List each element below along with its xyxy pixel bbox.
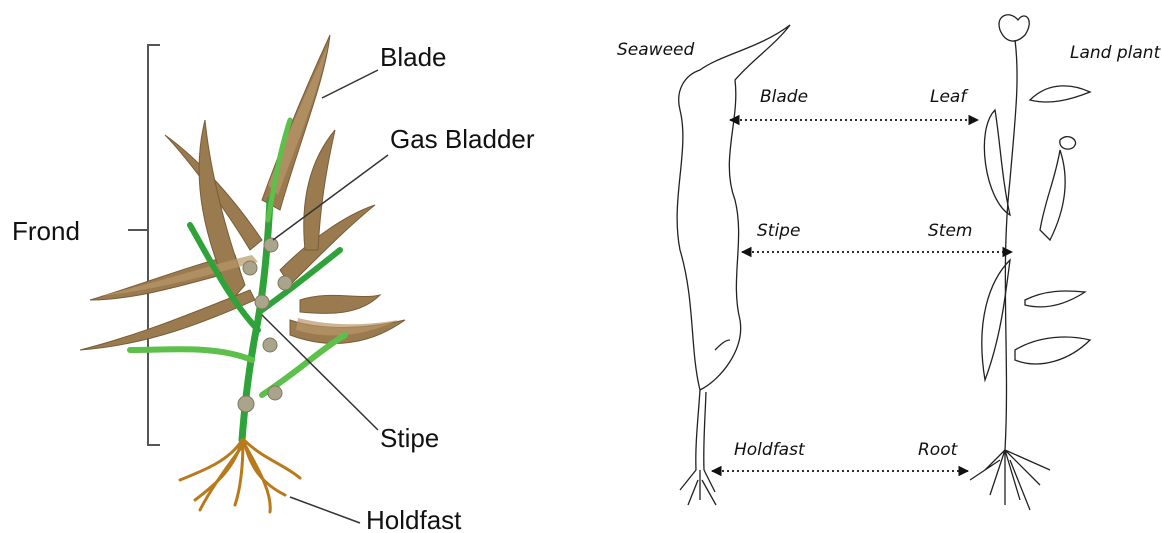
land-root-label: Root xyxy=(918,440,959,460)
holdfast-leader-line xyxy=(290,497,360,523)
kelp-illustration: Blade Gas Bladder Frond Stipe Holdfast xyxy=(12,35,535,533)
seaweed-stipe-label: Stipe xyxy=(757,221,800,241)
blade-leader-line xyxy=(322,70,378,98)
frond-bracket xyxy=(148,45,160,445)
seaweed-title: Seaweed xyxy=(617,40,694,60)
land-leaf-label: Leaf xyxy=(930,87,969,107)
gas-bladder-label: Gas Bladder xyxy=(390,124,535,154)
holdfast-roots xyxy=(180,440,300,512)
land-stem-label: Stem xyxy=(928,221,972,241)
land-plant-title: Land plant xyxy=(1070,43,1162,63)
frond-label: Frond xyxy=(12,216,80,246)
seaweed-holdfast-label: Holdfast xyxy=(734,440,806,460)
seaweed-blade-label: Blade xyxy=(760,87,808,107)
kelp-blades xyxy=(80,35,405,350)
holdfast-label: Holdfast xyxy=(366,505,462,533)
stipe-label: Stipe xyxy=(380,423,439,453)
blade-label: Blade xyxy=(380,42,447,72)
land-plant-line-drawing xyxy=(970,15,1090,510)
